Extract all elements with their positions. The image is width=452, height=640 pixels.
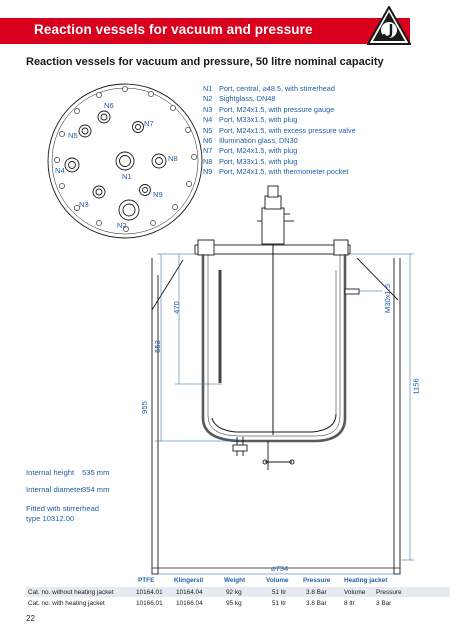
dimension-1156: 1156 bbox=[411, 378, 421, 395]
section-title: Reaction vessels for vacuum and pressure… bbox=[26, 56, 384, 68]
header-weight: Weight bbox=[224, 577, 246, 584]
dimension-width: ⌀734 bbox=[271, 564, 289, 573]
dimension-thread: M30x1.5 bbox=[383, 283, 393, 314]
lid-label-n9: N9 bbox=[153, 190, 163, 199]
internal-height-value: 535 mm bbox=[82, 468, 110, 477]
page-header: Reaction vessels for vacuum and pressure bbox=[0, 18, 410, 44]
dimension-lines bbox=[152, 253, 414, 575]
dimension-955: 955 bbox=[139, 401, 149, 414]
internal-diameter-value: 354 mm bbox=[82, 485, 110, 494]
table-row: Cat. no. with heating jacket 10166.01 10… bbox=[28, 599, 392, 607]
internal-height-label: Internal height bbox=[26, 468, 75, 477]
dimension-553: 553 bbox=[152, 340, 162, 353]
lid-label-n7: N7 bbox=[144, 119, 154, 128]
header-title: Reaction vessels for vacuum and pressure bbox=[34, 22, 313, 37]
header-heating-jacket: Heating jacket bbox=[344, 577, 388, 584]
header-klingersil: Klingersil bbox=[174, 577, 204, 584]
lid-top-view bbox=[47, 83, 203, 239]
header-volume: Volume bbox=[266, 577, 289, 584]
technical-drawing bbox=[47, 83, 414, 575]
lid-label-n5: N5 bbox=[68, 131, 78, 140]
fitted-line-1: Fitted with stirrerhead bbox=[26, 504, 100, 513]
header-ptfe: PTFE bbox=[138, 577, 155, 584]
lid-label-n8: N8 bbox=[168, 154, 178, 163]
table-row: Cat. no. without heating jacket 10164.01… bbox=[26, 587, 450, 597]
fitted-line-2: type 10312.00 bbox=[26, 514, 75, 523]
internal-diameter-label: Internal diameter bbox=[26, 485, 83, 494]
lid-label-n2: N2 bbox=[117, 221, 127, 230]
page-number: 22 bbox=[26, 614, 35, 623]
lid-label-n1: N1 bbox=[122, 172, 132, 181]
dimension-470: 470 bbox=[171, 301, 181, 314]
lid-label-n4: N4 bbox=[55, 166, 65, 175]
brand-logo bbox=[367, 6, 411, 45]
lid-label-n6: N6 bbox=[104, 101, 114, 110]
lid-label-n3: N3 bbox=[79, 200, 89, 209]
header-pressure: Pressure bbox=[303, 577, 331, 584]
vessel-side-view bbox=[151, 185, 401, 575]
